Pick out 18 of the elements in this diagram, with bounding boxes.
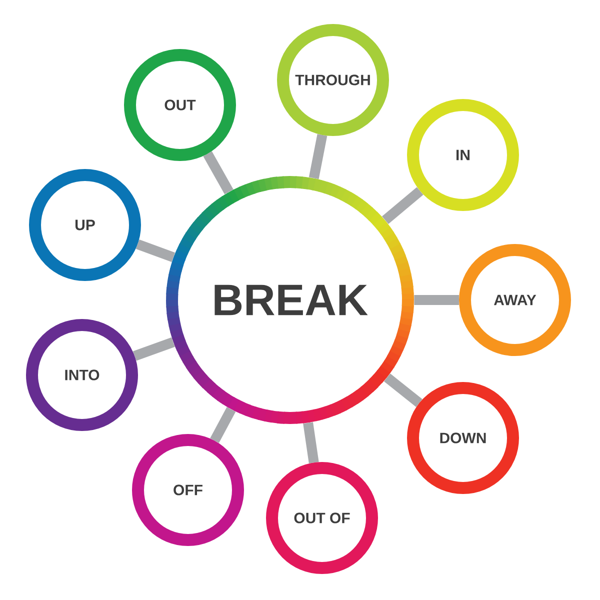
- circle-node: IN: [407, 99, 519, 211]
- connector-line: [303, 422, 319, 464]
- connector-line: [210, 407, 236, 444]
- connector-line: [203, 151, 234, 194]
- circle-node: OFF: [132, 434, 244, 546]
- circle-node: THROUGH: [277, 24, 389, 136]
- connector-line: [308, 134, 328, 180]
- connector-line: [136, 240, 176, 262]
- circle-node: UP: [29, 169, 141, 281]
- connector-line: [382, 187, 424, 224]
- connector-line: [132, 337, 175, 361]
- circle-node: OUT: [124, 49, 236, 161]
- circle-node: INTO: [26, 319, 138, 431]
- circle-node: AWAY: [459, 244, 571, 356]
- connector-line: [384, 374, 422, 407]
- circle-node: OUT OF: [266, 462, 378, 574]
- circle-node: DOWN: [407, 382, 519, 494]
- connector-line: [414, 295, 459, 305]
